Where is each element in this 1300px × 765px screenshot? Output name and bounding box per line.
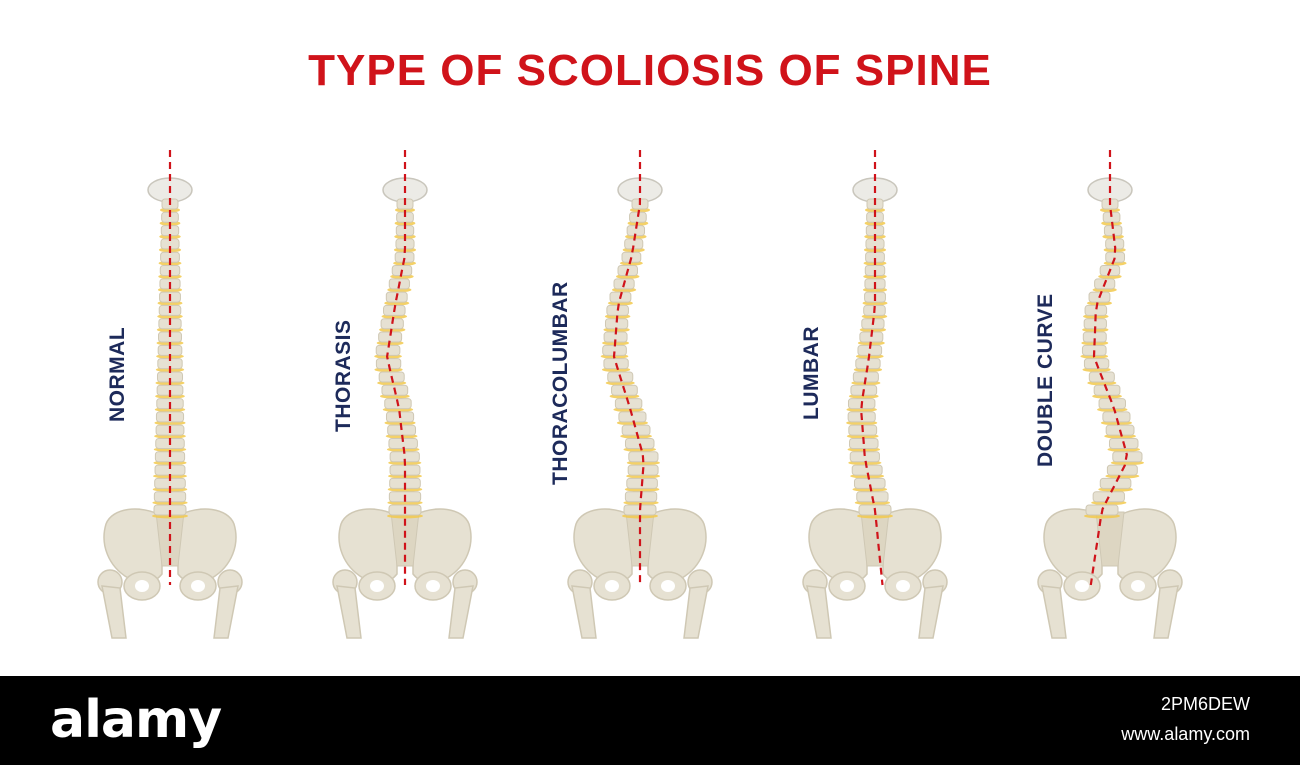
axis-line (612, 150, 645, 585)
label-thorasis: THORASIS (332, 319, 355, 432)
axis-line (1089, 150, 1128, 586)
vertebra (624, 437, 655, 449)
label-double-curve: DOUBLE CURVE (1034, 293, 1057, 467)
vertebra (618, 411, 647, 423)
spine-lumbar (802, 150, 948, 639)
axis-line (860, 150, 884, 586)
image-id: 2PM6DEW (1160, 694, 1250, 714)
pelvis (802, 508, 948, 639)
brand-logo: alamy (50, 690, 222, 750)
spine-normal (97, 150, 243, 639)
spine-diagram (97, 150, 1183, 639)
vertebra (1102, 411, 1131, 423)
vertebra (1092, 491, 1125, 503)
vertebra (1105, 251, 1126, 263)
vertebra (1099, 477, 1132, 489)
vertebra (621, 424, 651, 436)
pelvis (1037, 508, 1183, 639)
spine-thoracolumbar (567, 150, 713, 639)
spine-double-curve (1037, 150, 1183, 639)
label-lumbar: LUMBAR (800, 326, 823, 420)
label-normal: NORMAL (106, 326, 129, 422)
page-title: TYPE OF SCOLIOSIS OF SPINE (308, 46, 992, 95)
vertebra (1098, 398, 1126, 410)
axis-line (385, 150, 407, 585)
source-url: www.alamy.com (1121, 724, 1250, 744)
footer-bar: alamy 2PM6DEW www.alamy.com (0, 676, 1300, 765)
spine-thorasis (332, 150, 478, 639)
label-thoracolumbar: THORACOLUMBAR (549, 281, 572, 485)
